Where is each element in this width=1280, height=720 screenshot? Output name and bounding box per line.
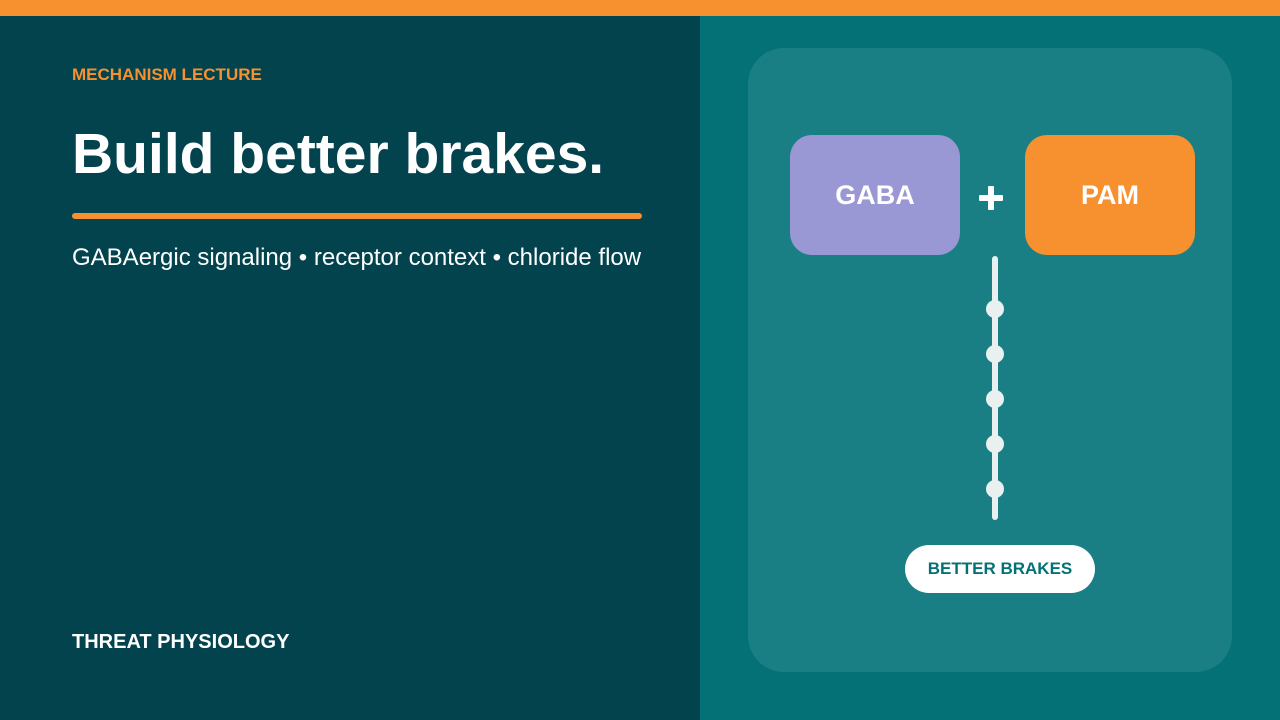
result-label: BETTER BRAKES [927, 559, 1073, 578]
slide-title: Build better brakes. [72, 122, 605, 186]
footer-label: THREAT PHYSIOLOGY [72, 631, 290, 653]
pam-box: PAM [1025, 135, 1195, 255]
connector-stem [992, 256, 998, 520]
connector-node [986, 300, 1004, 318]
result-pill: BETTER BRAKES [905, 545, 1095, 593]
top-accent-bar [0, 0, 1280, 16]
pam-label: PAM [1081, 179, 1139, 210]
connector-node [986, 390, 1004, 408]
eyebrow-label: MECHANISM LECTURE [72, 65, 262, 84]
gaba-box: GABA [790, 135, 960, 255]
gaba-label: GABA [835, 179, 915, 210]
plus-icon [979, 186, 1003, 210]
connector-node [986, 435, 1004, 453]
slide-subtitle: GABAergic signaling • receptor context •… [72, 244, 642, 271]
connector-node [986, 480, 1004, 498]
left-panel [0, 16, 700, 720]
connector-node [986, 345, 1004, 363]
title-divider [72, 213, 642, 219]
